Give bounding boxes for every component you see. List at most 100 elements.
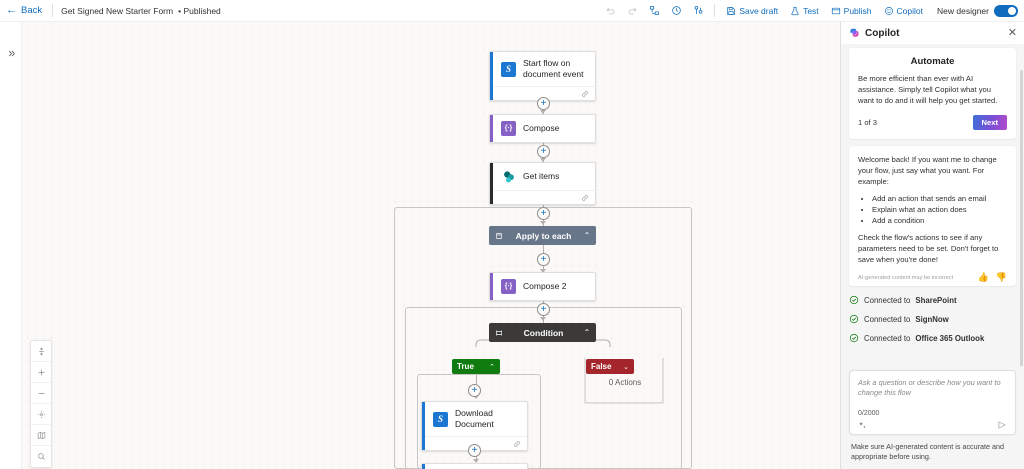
node-compose-2[interactable]: {∙} Compose 2 — [489, 272, 596, 301]
next-button[interactable]: Next — [972, 115, 1007, 130]
analytics-icon — [694, 5, 703, 14]
chevron-up-icon[interactable]: ⌃ — [489, 363, 495, 371]
copilot-message: Welcome back! If you want me to change y… — [849, 146, 1016, 286]
add-step-button[interactable]: + — [468, 384, 481, 397]
signnow-icon: S — [501, 61, 516, 77]
branch-header-false[interactable]: False ⌄ — [586, 359, 634, 374]
close-icon[interactable]: ✕ — [1007, 26, 1017, 39]
fit-to-screen-button[interactable] — [31, 341, 51, 362]
node-download-document[interactable]: S Download Document — [421, 401, 528, 451]
chevron-up-icon[interactable]: ⌃ — [583, 231, 591, 240]
copilot-scrollbar[interactable] — [1020, 70, 1023, 366]
copilot-panel: Copilot ✕ Automate Be more efficient tha… — [840, 22, 1024, 469]
teaching-card-footer: 1 of 3 Next — [858, 115, 1007, 130]
add-step-button[interactable]: + — [468, 444, 481, 457]
copilot-input-wrapper: Ask a question or describe how you want … — [841, 366, 1024, 435]
connection-status-list: Connected to SharePoint Connected to Sig… — [849, 295, 1016, 343]
reset-view-button[interactable] — [31, 404, 51, 425]
condition-glyph — [496, 330, 502, 335]
node-accent — [490, 163, 493, 204]
redo-icon — [628, 7, 637, 15]
save-draft-button[interactable]: Save draft — [720, 0, 784, 22]
undo-button[interactable] — [599, 0, 621, 22]
zoom-out-button[interactable] — [31, 383, 51, 404]
new-designer-toggle[interactable] — [994, 4, 1018, 17]
node-label: Compose 2 — [523, 281, 567, 291]
connector-arrow — [540, 221, 546, 225]
reset-view-icon — [37, 410, 45, 418]
search-button[interactable] — [31, 446, 51, 467]
top-command-bar: ← Back Get Signed New Starter Form • Pub… — [0, 0, 1024, 22]
node-footer — [490, 190, 595, 204]
node-get-document-information[interactable]: S Get Document Information — [421, 463, 528, 469]
zoom-in-button[interactable] — [31, 362, 51, 383]
sharepoint-icon — [501, 169, 516, 184]
run-history-button[interactable] — [665, 0, 687, 22]
node-accent — [490, 273, 493, 300]
test-button[interactable]: Test — [784, 0, 825, 22]
send-icon[interactable] — [997, 420, 1007, 430]
check-circle-icon — [849, 333, 859, 343]
compose-icon: {∙} — [501, 279, 516, 294]
scope-header-apply-to-each[interactable]: Apply to each ⌃ — [489, 226, 596, 245]
list-item: Explain what an action does — [872, 204, 1007, 215]
branch-header-true[interactable]: True ⌃ — [452, 359, 500, 374]
expand-panel-button[interactable] — [2, 44, 20, 62]
add-step-button[interactable]: + — [537, 253, 550, 266]
copilot-teaching-card: Automate Be more efficient than ever wit… — [849, 48, 1016, 139]
chevron-up-icon[interactable]: ⌃ — [583, 328, 591, 337]
flow-checker-button[interactable] — [643, 0, 665, 22]
back-button[interactable]: ← Back — [0, 0, 50, 22]
connection-name: SharePoint — [915, 295, 957, 305]
new-designer-toggle-group: New designer — [937, 4, 1018, 17]
flask-icon — [791, 6, 799, 15]
add-step-button[interactable]: + — [537, 207, 550, 220]
connector-arrow — [540, 158, 546, 162]
copilot-input-box[interactable]: Ask a question or describe how you want … — [849, 370, 1016, 435]
check-circle-icon — [849, 295, 859, 305]
connector-arrow — [540, 269, 546, 273]
message-intro: Welcome back! If you want me to change y… — [858, 155, 997, 186]
teaching-card-title: Automate — [910, 56, 955, 67]
publish-icon — [831, 7, 840, 14]
save-draft-label: Save draft — [739, 5, 779, 16]
connection-status-item: Connected to SignNow — [849, 314, 1016, 324]
sparkle-icon[interactable] — [858, 421, 867, 430]
connector-arrow — [473, 459, 479, 463]
redo-button[interactable] — [621, 0, 643, 22]
publish-button[interactable]: Publish — [825, 0, 878, 22]
message-footer: AI-generated content may be incorrect 👍 … — [858, 271, 1007, 282]
connection-name: Office 365 Outlook — [915, 333, 985, 343]
copilot-header: Copilot ✕ — [841, 22, 1024, 44]
zoom-in-icon — [38, 369, 44, 375]
message-outro: Check the flow's actions to see if any p… — [858, 233, 999, 264]
add-step-button[interactable]: + — [537, 145, 550, 158]
node-get-items[interactable]: Get items — [489, 162, 596, 205]
link-icon[interactable] — [581, 90, 589, 98]
character-counter: 0/2000 — [858, 410, 880, 417]
minimap-button[interactable] — [31, 425, 51, 446]
prompt-input[interactable]: Ask a question or describe how you want … — [858, 378, 1001, 397]
copilot-button[interactable]: Copilot — [878, 0, 929, 22]
scope-header-condition[interactable]: Condition ⌃ — [489, 323, 596, 342]
list-item: Add a condition — [872, 215, 1007, 226]
foreach-glyph — [496, 232, 502, 239]
left-rail — [0, 22, 22, 469]
teaching-card-body: Be more efficient than ever with AI assi… — [858, 74, 998, 105]
thumbs-up-icon[interactable]: 👍 — [977, 272, 989, 282]
divider — [714, 4, 716, 17]
copilot-body[interactable]: Automate Be more efficient than ever wit… — [841, 44, 1024, 366]
link-icon[interactable] — [513, 440, 521, 448]
node-compose[interactable]: {∙} Compose — [489, 114, 596, 143]
node-start-flow-on-document-event[interactable]: S Start flow on document event — [489, 51, 596, 101]
branch-label: False — [591, 362, 612, 371]
add-step-button[interactable]: + — [537, 97, 550, 110]
link-icon[interactable] — [581, 194, 589, 202]
analytics-button[interactable] — [687, 0, 709, 22]
compose-icon: {∙} — [501, 121, 516, 136]
thumbs-down-icon[interactable]: 👎 — [995, 272, 1007, 282]
chevron-down-icon[interactable]: ⌄ — [623, 363, 629, 371]
node-accent — [490, 52, 493, 100]
add-step-button[interactable]: + — [537, 303, 550, 316]
node-accent — [490, 115, 493, 142]
